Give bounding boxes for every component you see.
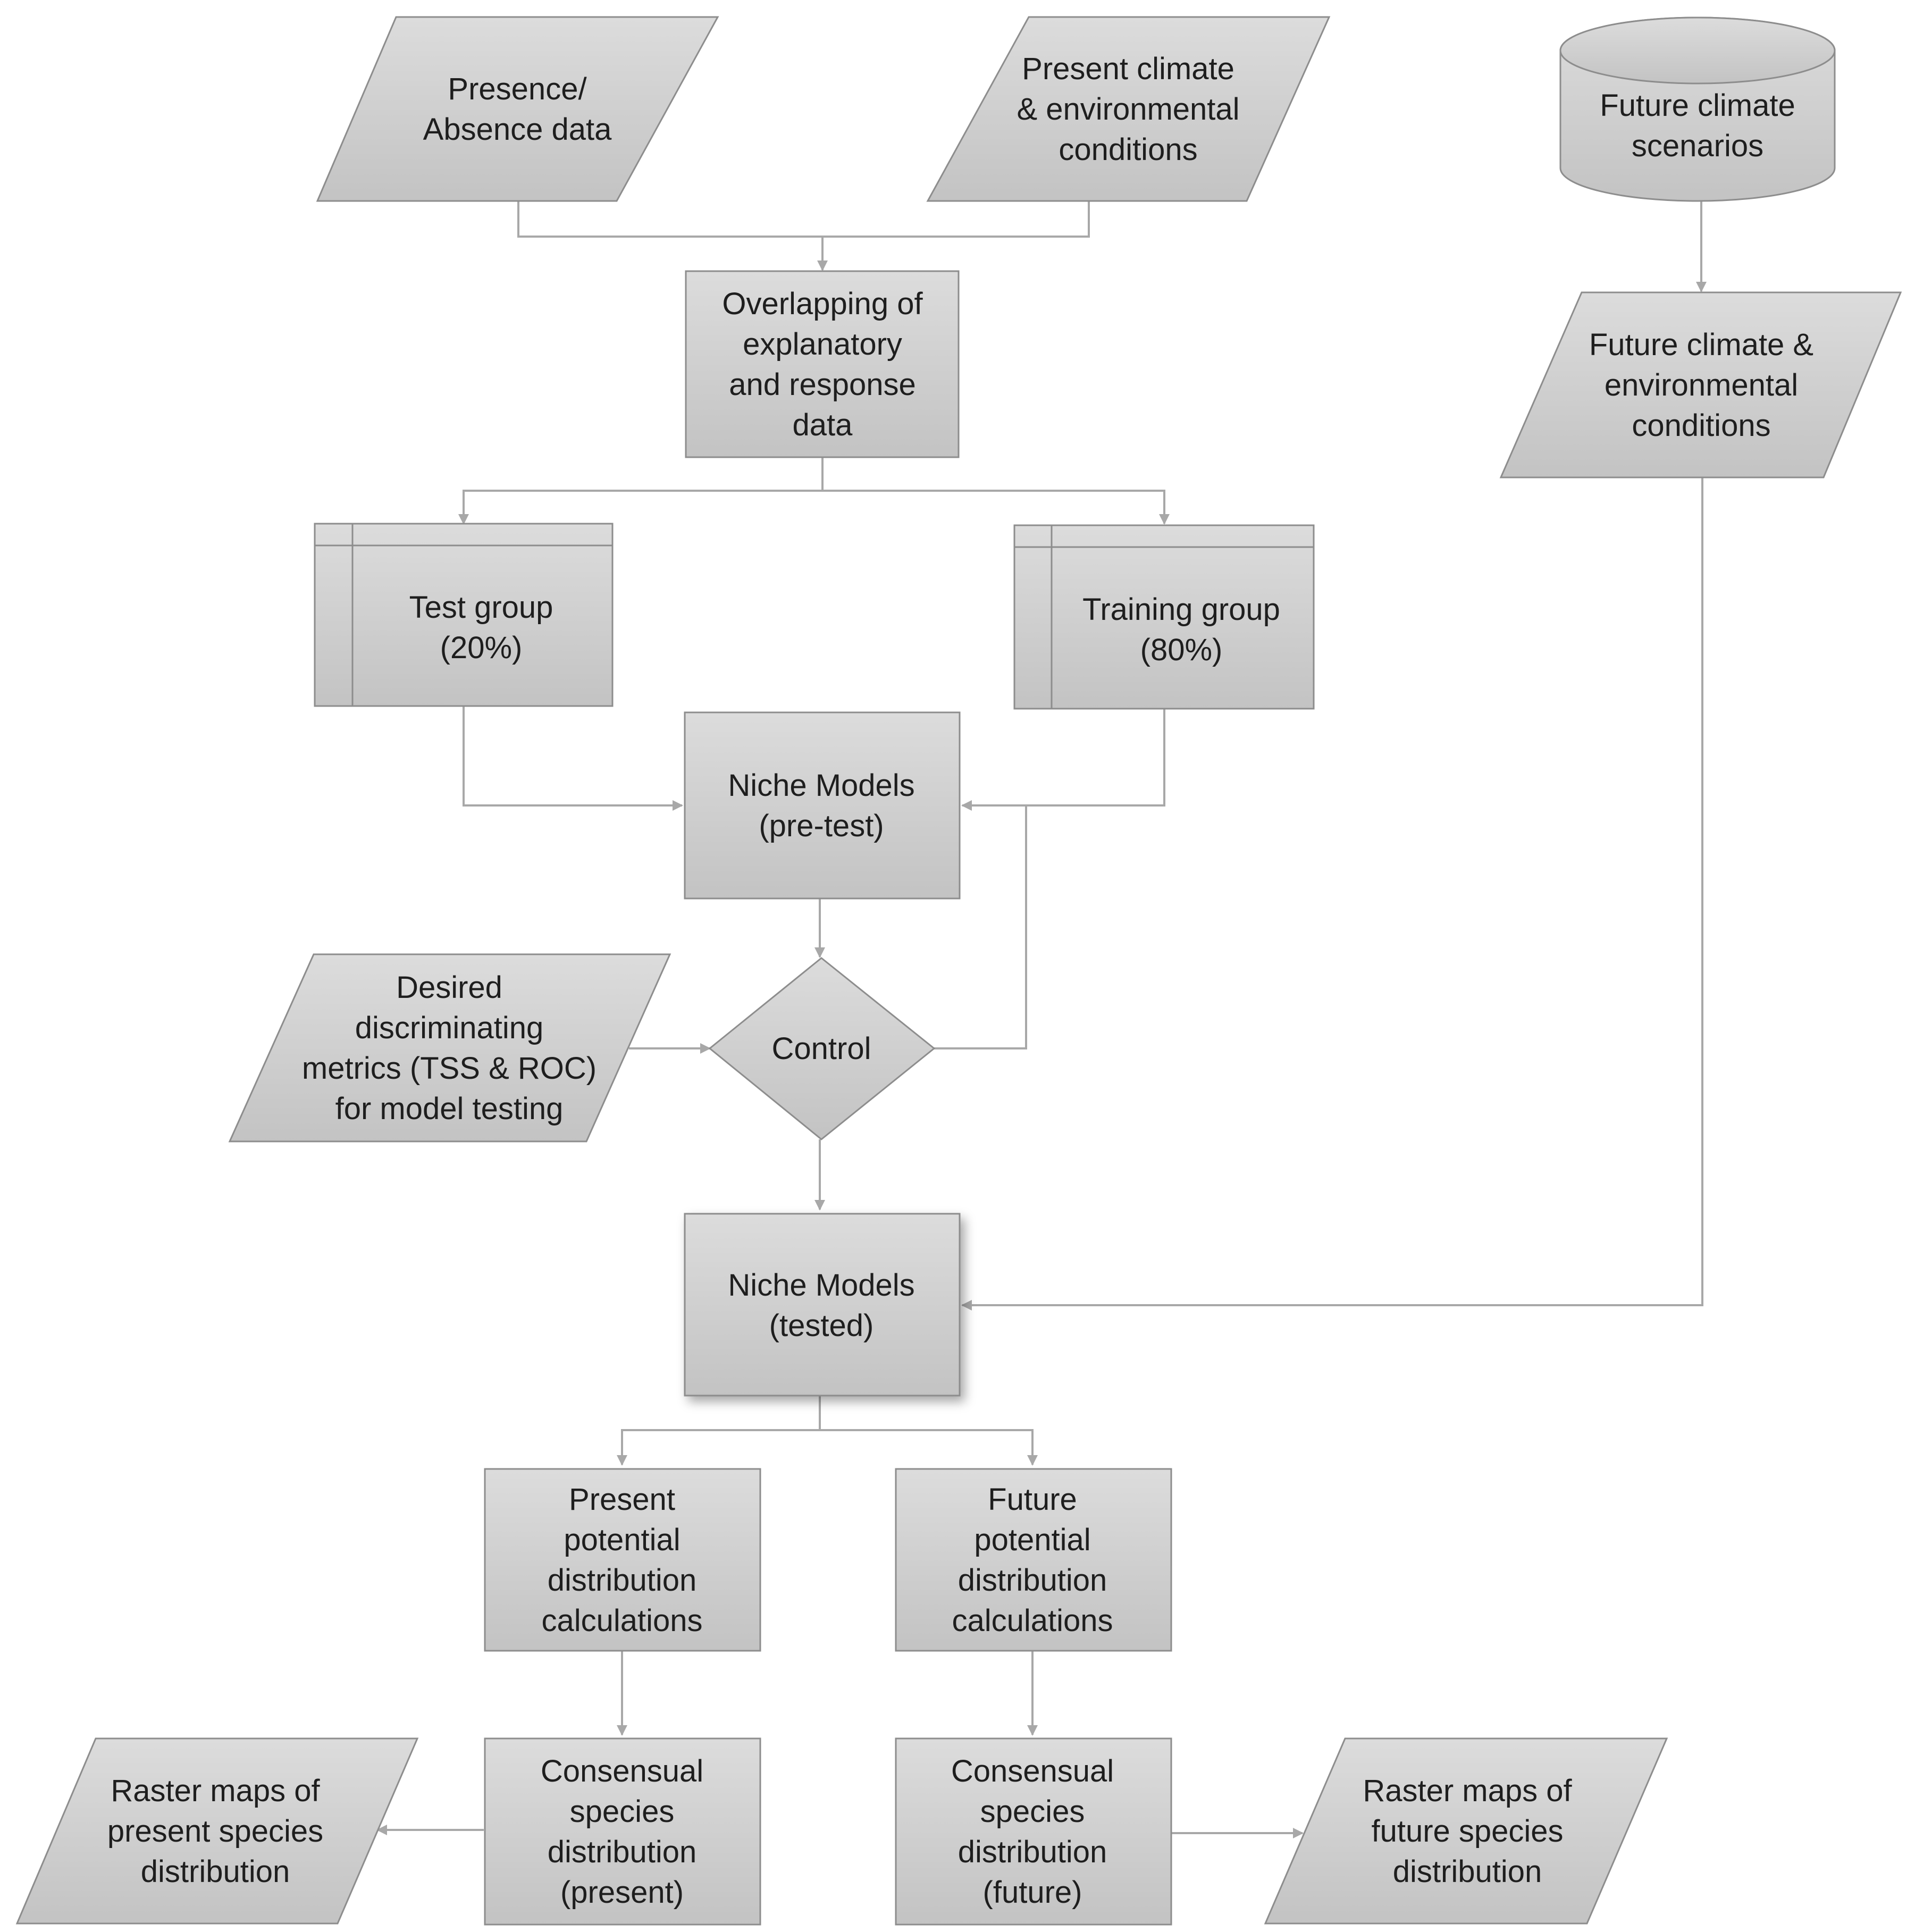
raster-future-node: Raster maps of future species distribution [1264,1737,1668,1925]
desired-metrics-label-line: Desired [396,970,502,1005]
present-climate-label-line: Present climate [1022,52,1234,86]
raster-present-node: Raster maps of present species distributio… [15,1737,419,1925]
connector-overlap-to-training [822,490,1170,525]
future-calc-label-line: distribution [958,1563,1107,1598]
test-group-label-line: Test group [409,590,553,625]
niche-pretest-label: Niche Models (pre-test) [728,768,914,843]
consensual-present-label-line: Consensual [541,1754,703,1788]
consensual-future-label-line: (future) [983,1875,1082,1910]
connector-future-env-to-tested [961,477,1703,1311]
raster-present-label: Raster maps of present species distributio… [107,1774,323,1889]
presence-absence-label-line: Presence/ [448,72,587,106]
training-group-label-line: Training group [1082,592,1280,627]
niche-pretest-node: Niche Models (pre-test) [684,711,961,900]
overlapping-label-line: data [793,408,853,442]
overlapping-label-line: explanatory [743,327,902,362]
raster-present-label-line: Raster maps of [111,1774,320,1808]
future-calc-node: Future potential distribution calculations [895,1468,1172,1652]
present-climate-label-line: & environmental [1017,92,1239,127]
presence-absence-label-line: Absence data [423,112,612,147]
desired-metrics-label-line: for model testing [335,1091,564,1126]
niche-tested-label: Niche Models (tested) [728,1268,914,1343]
control-label: Control [772,1031,871,1066]
present-calc-label-line: Present [569,1482,675,1517]
future-climate-env-label-line: environmental [1605,368,1798,402]
overlapping-node: Overlapping of explanatory and response dat… [685,270,960,458]
training-group-label: Training group (80%) [1082,592,1280,667]
future-calc-label-line: Future [988,1482,1077,1517]
connector-tested-to-future-calc [820,1429,1038,1466]
raster-present-label-line: present species [107,1814,323,1849]
future-calc-label: Future potential distribution calculations [952,1482,1113,1638]
future-climate-env-label-line: Future climate & [1589,327,1813,362]
desired-metrics-label: Desired discriminating metrics (TSS & ROC)… [302,970,597,1126]
consensual-future-node: Consensual species distribution (future) [895,1737,1172,1926]
test-group-label-line: (20%) [440,631,523,665]
consensual-present-node: Consensual species distribution (present) [484,1737,761,1926]
present-calc-label-line: distribution [548,1563,696,1598]
consensual-future-label-line: distribution [958,1835,1107,1869]
future-calc-label-line: potential [974,1523,1090,1557]
present-climate-label: Present climate & environmental conditions [1017,52,1239,167]
consensual-future-label-line: species [980,1794,1085,1829]
desired-metrics-node: Desired discriminating metrics (TSS & ROC)… [228,953,671,1143]
present-calc-label-line: calculations [541,1603,702,1638]
future-scenarios-node: Future climate scenarios [1559,16,1836,202]
future-calc-label-line: calculations [952,1603,1113,1638]
training-group-label-line: (80%) [1140,633,1223,667]
connector-presence-to-overlap [517,201,828,271]
desired-metrics-label-line: metrics (TSS & ROC) [302,1051,597,1086]
connector-training-to-pretest [961,709,1165,811]
future-scenarios-label-line: scenarios [1632,129,1763,163]
test-group-node: Test group (20%) [314,523,614,707]
niche-tested-label-line: (tested) [769,1308,874,1343]
niche-pretest-label-line: (pre-test) [759,809,884,843]
presence-absence-node: Presence/Absence data [316,16,719,202]
consensual-future-label-line: Consensual [951,1754,1114,1788]
presence-absence-label: Presence/Absence data [423,72,612,147]
present-calc-label-line: potential [564,1523,680,1557]
raster-present-label-line: distribution [141,1854,290,1889]
test-group-label: Test group (20%) [409,590,553,665]
training-group-node: Training group (80%) [1013,524,1315,710]
consensual-future-label: Consensual species distribution (future) [951,1754,1114,1910]
consensual-present-label-line: distribution [548,1835,696,1869]
connector-climate-to-overlap [822,201,1090,238]
raster-future-label-line: distribution [1393,1854,1542,1889]
overlapping-label-line: Overlapping of [722,287,923,321]
present-calc-node: Present potential distribution calculations [484,1468,761,1652]
raster-future-label: Raster maps of future species distribution [1363,1774,1572,1889]
niche-pretest-label-line: Niche Models [728,768,914,803]
desired-metrics-label-line: discriminating [355,1011,544,1045]
connectors [376,201,1707,1838]
connector-test-to-pretest [463,706,683,811]
present-climate-node: Present climate & environmental conditions [926,16,1331,202]
connector-overlap-to-test [458,457,824,525]
niche-tested-label-line: Niche Models [728,1268,914,1303]
connector-tested-to-present-calc [617,1396,821,1466]
future-scenarios-label: Future climate scenarios [1600,88,1795,163]
future-scenarios-label-line: Future climate [1600,88,1795,123]
future-climate-env-node: Future climate & environmental conditions [1499,291,1902,478]
control-node: Control [708,957,936,1140]
overlapping-label: Overlapping of explanatory and response dat… [722,287,923,442]
present-climate-label-line: conditions [1059,132,1197,167]
control-label-line: Control [772,1031,871,1066]
present-calc-label: Present potential distribution calculations [541,1482,702,1638]
raster-future-label-line: future species [1371,1814,1563,1849]
raster-future-label-line: Raster maps of [1363,1774,1572,1808]
consensual-present-label-line: (present) [560,1875,684,1910]
connector-control-feedback [933,805,1027,1049]
consensual-present-label-line: species [570,1794,675,1829]
future-climate-env-label: Future climate & environmental conditions [1589,327,1813,443]
niche-tested-node: Niche Models (tested) [684,1213,961,1397]
overlapping-label-line: and response [729,367,915,402]
consensual-present-label: Consensual species distribution (present) [541,1754,703,1910]
future-climate-env-label-line: conditions [1632,408,1770,443]
